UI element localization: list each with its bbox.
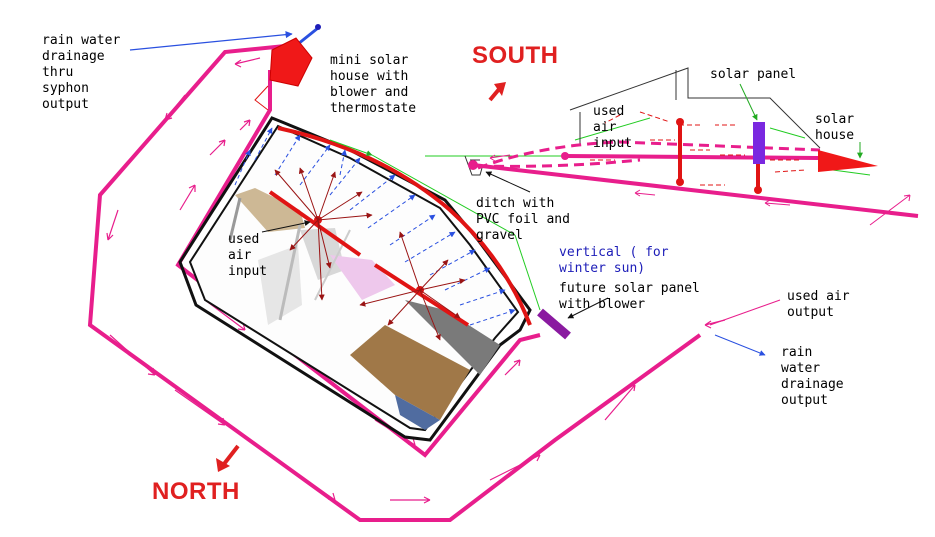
future-panel-label: future solar panel with blower — [559, 281, 700, 312]
rain-output-pointer — [714, 334, 766, 356]
mini-solar-house — [269, 37, 313, 87]
south-arrow-icon — [488, 82, 506, 102]
rain-drain-cap — [315, 24, 321, 30]
used-air-pointer-left — [261, 220, 311, 233]
warm-air-duct — [277, 126, 532, 326]
rain-drain-pipe — [297, 26, 319, 46]
house-interior — [228, 188, 500, 430]
used-air-output-pointer — [709, 299, 781, 326]
solar-house-label: solar house — [815, 112, 855, 143]
section-solar-house — [818, 150, 878, 172]
cross-section — [464, 67, 919, 226]
used-air-input-left-label: used air input — [228, 232, 268, 279]
north-arrow-icon — [216, 444, 240, 472]
future-solar-panel — [537, 308, 571, 340]
future-panel-pointer — [567, 297, 609, 319]
used-air-output-label: used air output — [787, 289, 850, 320]
warm-air-flow — [274, 167, 466, 341]
ditch-label: ditch with PVC foil and gravel — [476, 196, 570, 243]
mini-house-bracket — [254, 85, 269, 111]
section-duct-upper — [564, 154, 819, 160]
used-air-input-right-label: used air input — [593, 104, 633, 151]
sun-rays — [329, 117, 871, 311]
rain-label-arrow — [129, 31, 293, 51]
outer-duct-loop — [87, 43, 702, 522]
section-duct-lower — [472, 163, 919, 218]
vertical-note-label: vertical ( for winter sun) — [559, 245, 669, 276]
rain-output-label: rain water drainage output — [781, 345, 844, 408]
mini-solar-house-label: mini solar house with blower and thermos… — [330, 53, 417, 116]
rain-syphon-label: rain water drainage thru syphon output — [42, 33, 121, 112]
solar-panel-label: solar panel — [710, 67, 797, 82]
south-heading: SOUTH — [472, 42, 559, 69]
north-heading: NORTH — [152, 478, 240, 505]
section-solar-panel — [753, 122, 765, 164]
